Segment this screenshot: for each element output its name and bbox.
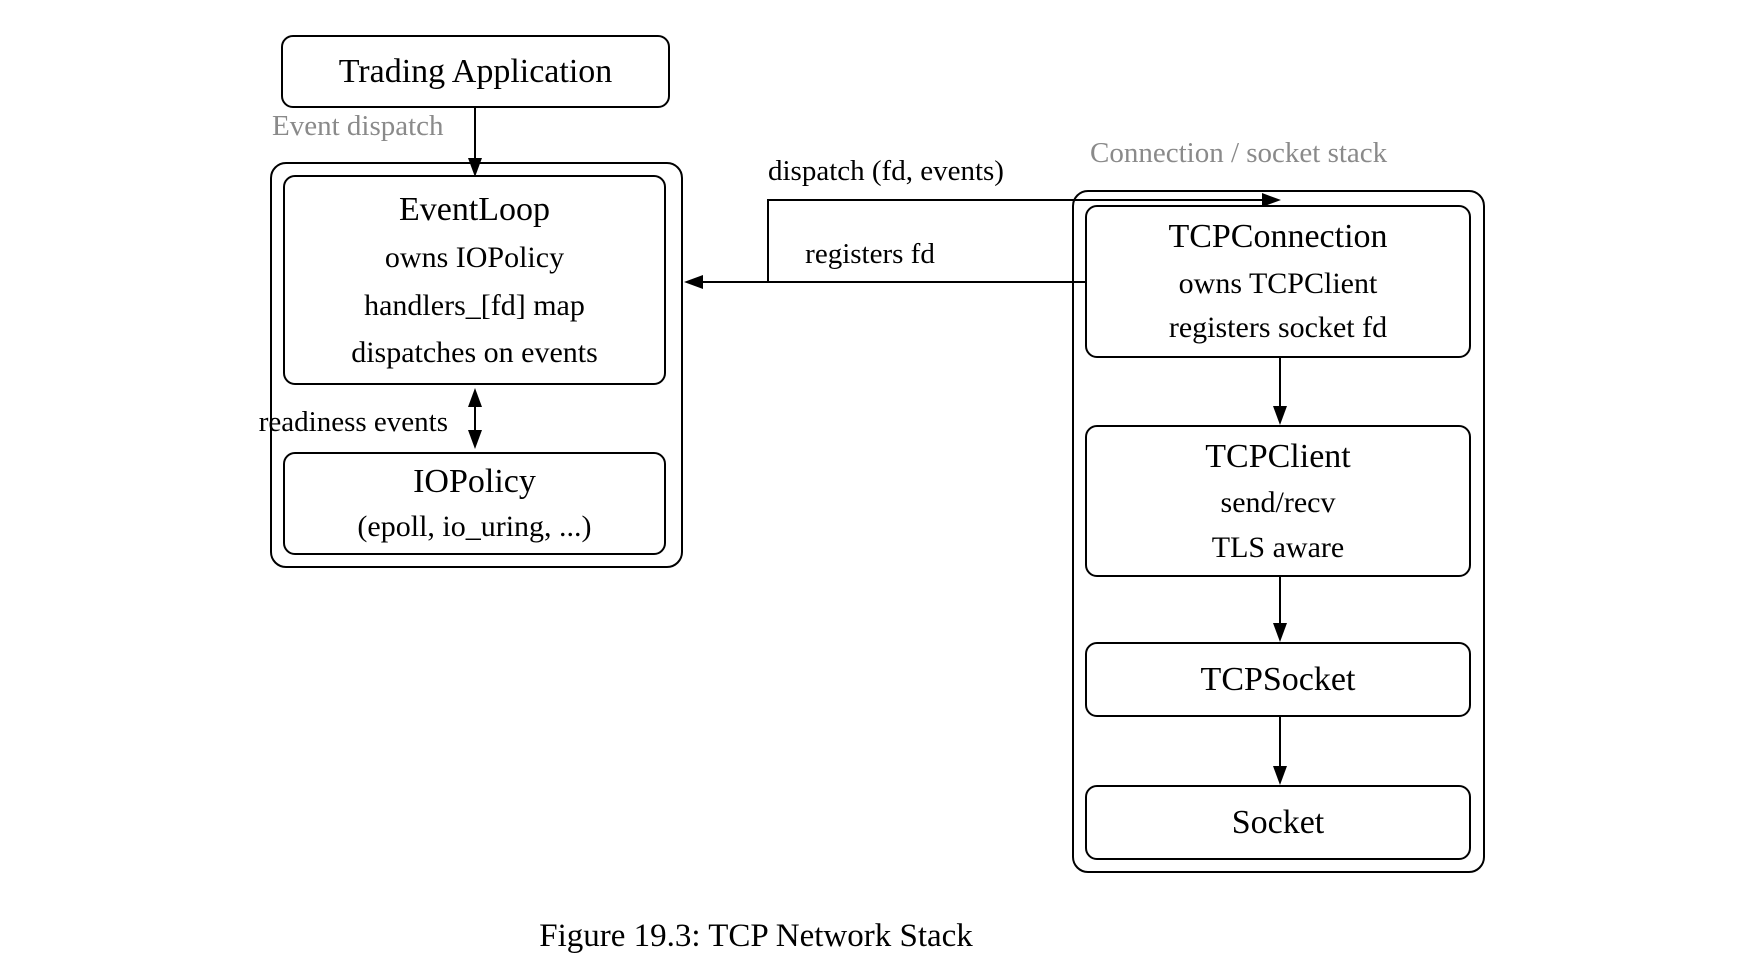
label-dispatch-fd-events: dispatch (fd, events) — [768, 155, 1004, 187]
group-event-loop-container — [270, 162, 683, 568]
node-event-loop-line: handlers_[fd] map — [364, 288, 585, 322]
group-connection-stack-container — [1072, 190, 1485, 873]
node-tcp-socket: TCPSocket — [1085, 642, 1471, 717]
label-registers-fd: registers fd — [805, 238, 935, 270]
node-tcp-client-line: TLS aware — [1211, 530, 1345, 564]
arrow-registers-fd — [684, 275, 1085, 289]
label-readiness-events: readiness events — [258, 406, 448, 438]
node-tcp-client-line: send/recv — [1220, 486, 1336, 520]
node-tcp-client: TCPClient send/recv TLS aware — [1085, 425, 1471, 577]
node-tcp-socket-title: TCPSocket — [1200, 660, 1356, 698]
node-event-loop: EventLoop owns IOPolicy handlers_[fd] ma… — [283, 175, 666, 385]
node-trading-application-title: Trading Application — [338, 52, 613, 90]
node-socket: Socket — [1085, 785, 1471, 860]
node-tcp-connection-line: owns TCPClient — [1178, 266, 1378, 300]
node-event-loop-line: owns IOPolicy — [384, 241, 565, 275]
node-tcp-connection: TCPConnection owns TCPClient registers s… — [1085, 205, 1471, 358]
node-socket-title: Socket — [1231, 803, 1325, 841]
node-io-policy-title: IOPolicy — [413, 463, 536, 501]
node-event-loop-title: EventLoop — [398, 190, 551, 228]
node-io-policy-line: (epoll, io_uring, ...) — [357, 510, 592, 544]
figure-caption: Figure 19.3: TCP Network Stack — [539, 918, 973, 954]
label-event-dispatch: Event dispatch — [272, 110, 444, 142]
node-tcp-connection-title: TCPConnection — [1168, 218, 1388, 256]
node-trading-application: Trading Application — [281, 35, 670, 108]
label-connection-socket-stack: Connection / socket stack — [1090, 137, 1388, 169]
node-event-loop-line: dispatches on events — [351, 335, 598, 369]
node-tcp-connection-line: registers socket fd — [1168, 311, 1388, 345]
node-tcp-client-title: TCPClient — [1205, 437, 1351, 475]
node-io-policy: IOPolicy (epoll, io_uring, ...) — [283, 452, 666, 555]
arrowhead-left-icon — [684, 275, 703, 289]
